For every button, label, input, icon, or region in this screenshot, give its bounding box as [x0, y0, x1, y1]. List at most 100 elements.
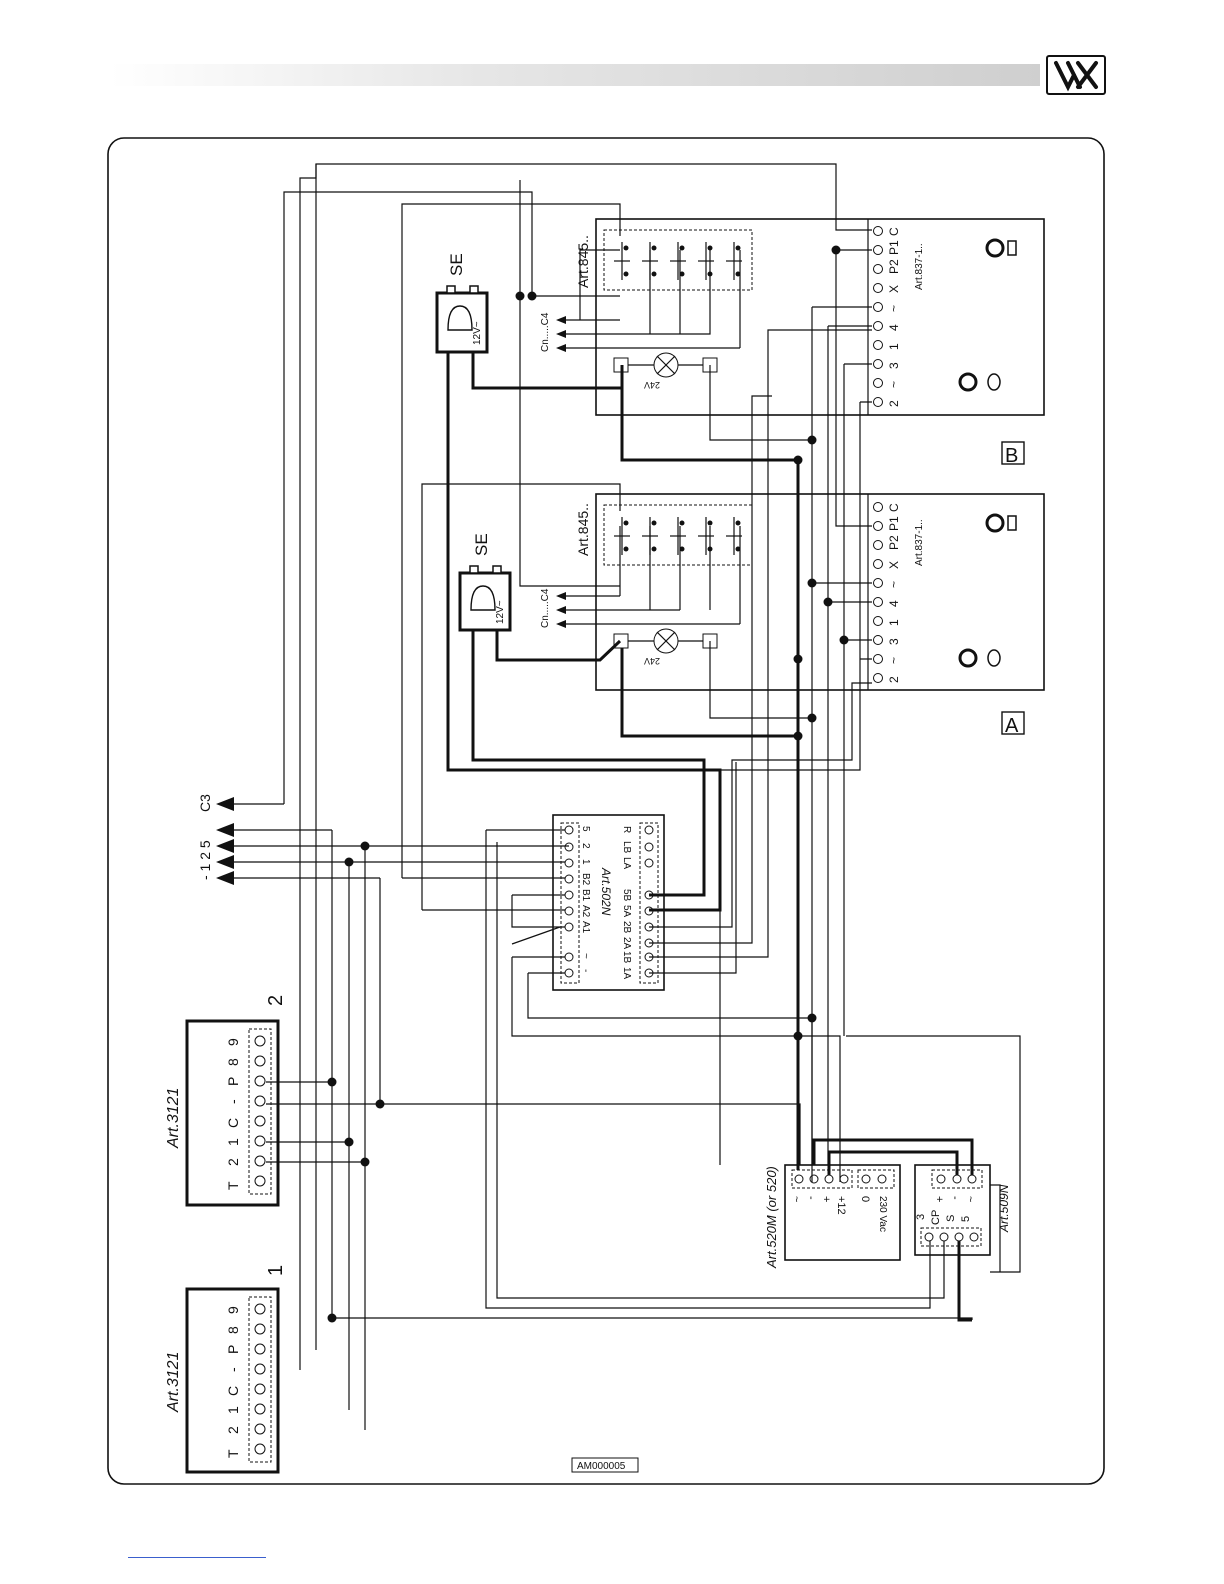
svg-text:2A: 2A	[621, 937, 632, 950]
art520m-label: Art.520M (or 520)	[764, 1166, 779, 1269]
vx-logo-mark	[1054, 61, 1098, 92]
svg-text:T: T	[225, 1181, 241, 1190]
svg-text:2: 2	[887, 676, 901, 683]
art837-terminal-labels-a: C P1 P2 X ~ 4 1 3 ~ 2	[887, 503, 901, 683]
art837-label-b: Art.837-1..	[914, 243, 925, 290]
svg-text:2: 2	[580, 843, 591, 849]
svg-text:5: 5	[960, 1216, 972, 1222]
footer-link-underline[interactable]	[128, 1557, 266, 1558]
art837-terminals-b	[873, 226, 883, 407]
svg-text:1: 1	[225, 1406, 241, 1414]
svg-text:C: C	[225, 1118, 241, 1128]
svg-text:2: 2	[225, 1426, 241, 1434]
art845-label-a: Art.845..	[575, 503, 591, 556]
svg-text:~: ~	[887, 657, 901, 664]
svg-text:B1: B1	[580, 889, 591, 902]
v24-label-b: 24V	[644, 380, 660, 390]
diagram-frame	[107, 137, 1105, 1485]
svg-text:CP: CP	[930, 1210, 942, 1225]
svg-text:~: ~	[580, 953, 591, 959]
svg-text:T: T	[225, 1449, 241, 1458]
svg-text:~: ~	[887, 381, 901, 388]
svg-text:R: R	[621, 826, 632, 833]
svg-text:+: +	[933, 1196, 945, 1202]
art502n-left-labels: 5 2 1 B2 B1 A2 A1 ~ -	[580, 826, 591, 972]
panel-b	[595, 218, 1045, 416]
unit-number-1: 1	[265, 1265, 287, 1276]
speaker-icon-b	[985, 238, 1017, 258]
cn-label-a: Cn.....C4	[540, 588, 551, 628]
svg-text:P: P	[225, 1077, 241, 1086]
vac230-label: 230 Vac	[877, 1196, 888, 1232]
svg-text:5B: 5B	[621, 889, 632, 902]
se-label-a: SE	[472, 533, 491, 556]
bus-label: - 1 2 5	[197, 840, 213, 880]
svg-text:~: ~	[964, 1196, 976, 1202]
art509n-module: + - ~ 3 CP S 5 Art.509N	[914, 1164, 1011, 1256]
svg-text:S: S	[945, 1215, 957, 1222]
svg-text:0: 0	[859, 1196, 871, 1202]
svg-text:C: C	[887, 503, 901, 512]
c3-label: C3	[197, 794, 213, 812]
block-a: Art.845.. 24V C P1 P2 X ~ 4 1 3 ~ 2 Art.…	[540, 493, 1045, 737]
header-gradient-bar	[110, 64, 1040, 86]
art509n-label: Art.509N	[997, 1184, 1011, 1233]
thick-wiring	[332, 352, 974, 1322]
buttons-b	[603, 229, 753, 291]
art837-label-a: Art.837-1..	[914, 519, 925, 566]
cn-label-b: Cn.....C4	[540, 312, 551, 352]
svg-text:4: 4	[887, 324, 901, 331]
electric-lock-a: 12V~ SE	[458, 533, 512, 632]
svg-text:A2: A2	[580, 905, 591, 918]
art3121-box-2	[185, 1019, 280, 1207]
art3121-unit-1: T 2 1 C - P 8 9 Art.3121 1	[165, 1265, 287, 1474]
svg-text:8: 8	[225, 1058, 241, 1066]
svg-text:P2: P2	[887, 259, 901, 274]
art502n-right-labels: R LB LA 5B 5A 2B 2A 1B 1A	[621, 826, 632, 980]
svg-text:-: -	[805, 1196, 817, 1200]
doc-code: AM000005	[577, 1461, 626, 1472]
svg-text:4: 4	[887, 600, 901, 607]
svg-text:~: ~	[790, 1196, 802, 1202]
art845-label-b: Art.845..	[575, 235, 591, 288]
svg-text:2B: 2B	[621, 921, 632, 934]
svg-text:X: X	[887, 285, 901, 293]
svg-text:-: -	[580, 969, 591, 972]
microphone-icon-a	[958, 648, 1001, 668]
svg-text:2: 2	[225, 1158, 241, 1166]
svg-text:3: 3	[887, 638, 901, 645]
svg-text:8: 8	[225, 1326, 241, 1334]
svg-text:P2: P2	[887, 535, 901, 550]
lock-icon-a	[470, 585, 496, 611]
svg-text:1A: 1A	[621, 967, 632, 980]
svg-text:1: 1	[225, 1138, 241, 1146]
svg-text:~: ~	[887, 305, 901, 312]
svg-text:X: X	[887, 561, 901, 569]
bus-arrows	[216, 797, 380, 885]
block-b: Art.845.. 24V C P1 P2 X ~ 4 1 3 ~ 2 Art.…	[540, 218, 1045, 467]
svg-text:LB: LB	[621, 841, 632, 854]
art3121-label-2: Art.3121	[165, 1088, 182, 1149]
svg-text:3: 3	[915, 1214, 927, 1220]
svg-text:-: -	[949, 1196, 961, 1200]
svg-text:LA: LA	[621, 857, 632, 870]
thin-wiring	[266, 163, 1021, 1430]
svg-text:C: C	[887, 227, 901, 236]
art837-terminal-labels-b: C P1 P2 X ~ 4 1 3 ~ 2	[887, 227, 901, 407]
junction-dots	[327, 245, 849, 1323]
svg-text:5A: 5A	[621, 905, 632, 918]
vx-logo	[1046, 55, 1106, 95]
svg-text:+12: +12	[835, 1196, 847, 1215]
svg-text:9: 9	[225, 1306, 241, 1314]
svg-text:-: -	[225, 1367, 241, 1372]
svg-text:5: 5	[580, 826, 591, 832]
svg-text:P: P	[225, 1345, 241, 1354]
svg-text:3: 3	[887, 362, 901, 369]
svg-text:2: 2	[887, 400, 901, 407]
svg-text:1: 1	[887, 343, 901, 350]
art3121-unit-2: T 2 1 C - P 8 9 Art.3121 2	[165, 995, 287, 1207]
v24-label-a: 24V	[644, 656, 660, 666]
art502n-label: Art.502N	[599, 867, 613, 916]
lock-icon-b	[447, 305, 473, 331]
